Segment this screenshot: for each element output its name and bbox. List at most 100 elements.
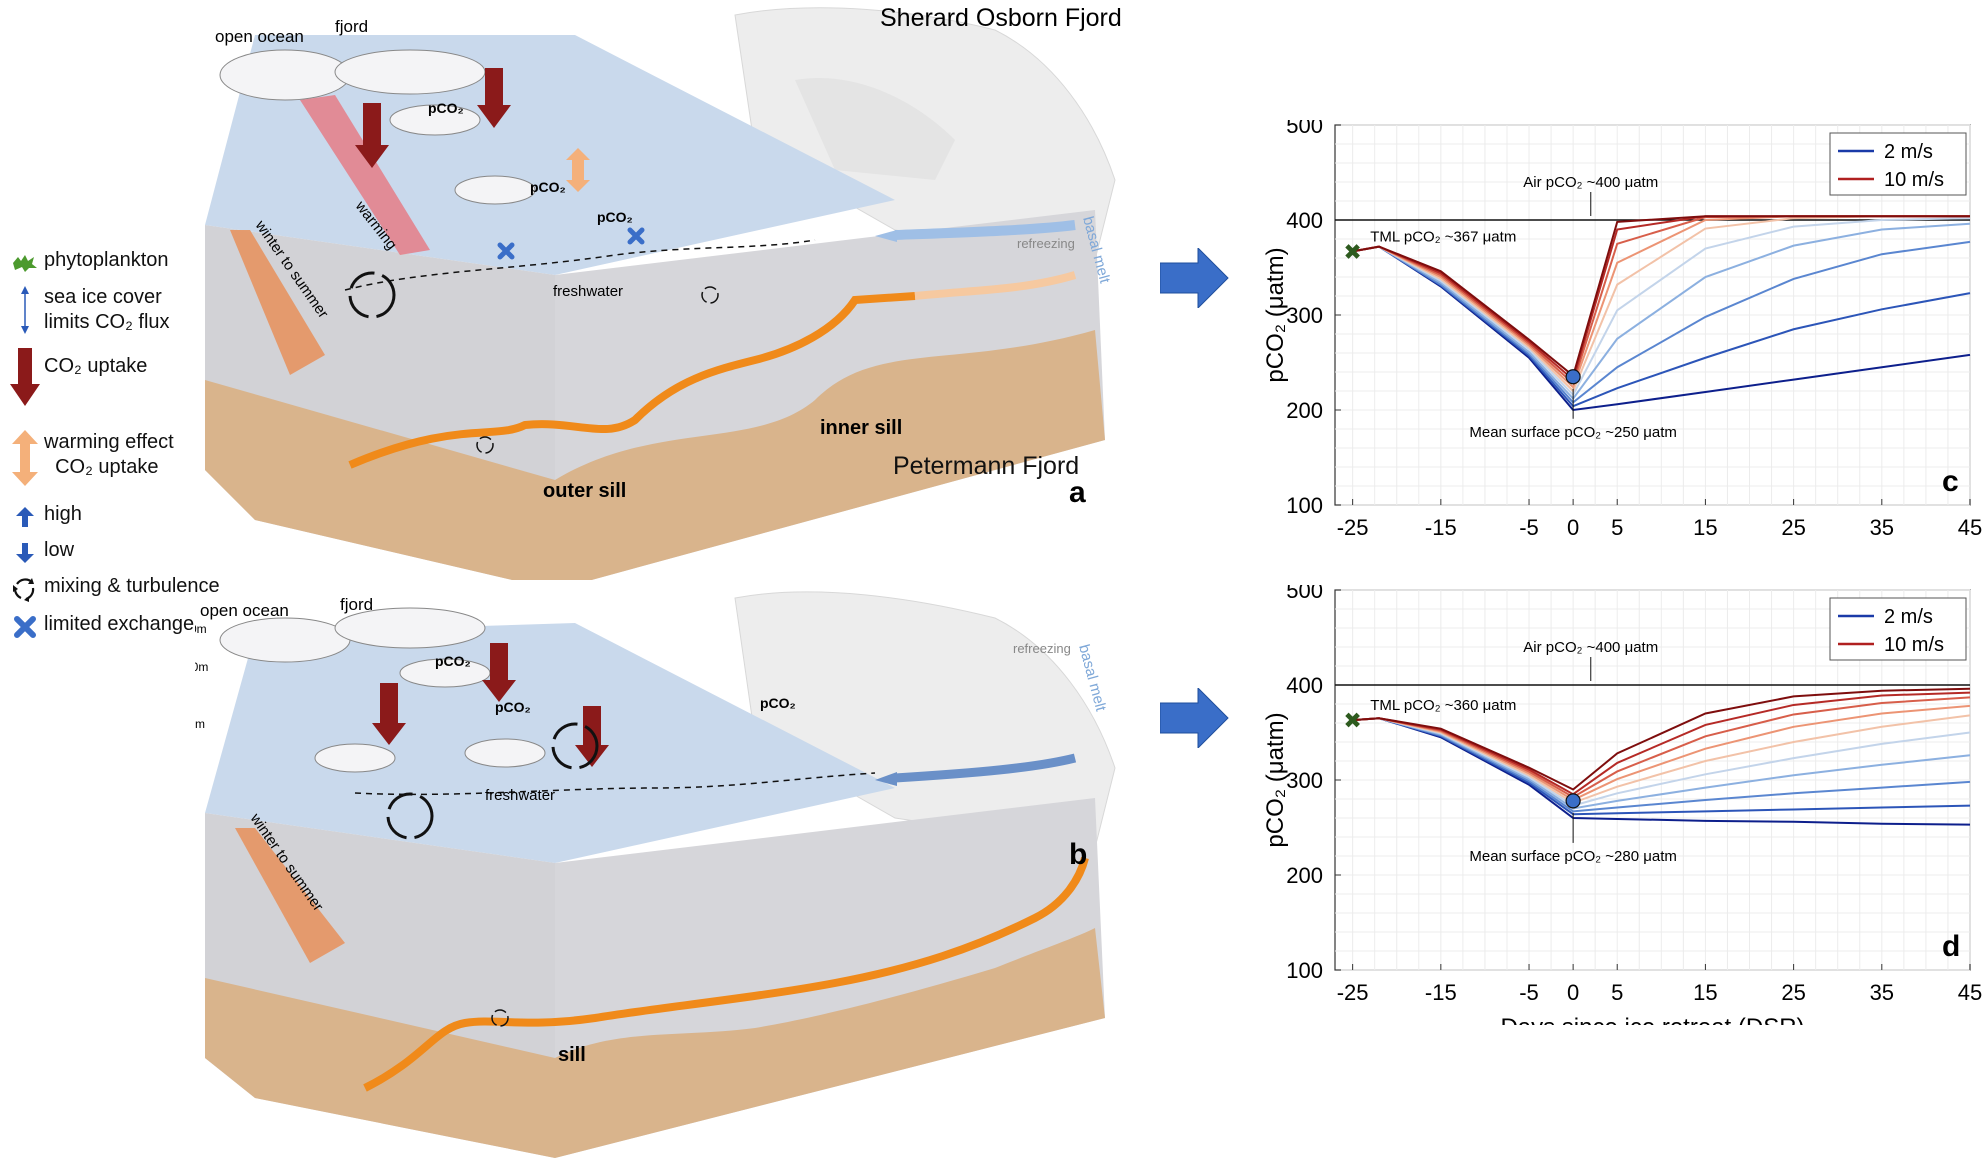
x-tick-label: 25: [1781, 980, 1805, 1005]
pco2-label: pCO₂: [597, 209, 633, 225]
x-tick-label: 15: [1693, 980, 1717, 1005]
diagram-title-b: Petermann Fjord: [893, 452, 1080, 480]
fjord-diagram-a: open ocean fjord 0m 50m 200m pCO₂ pCO₂ p…: [195, 4, 1122, 580]
winter-to-summer-arrow: [235, 828, 345, 963]
label-open-ocean: open ocean: [200, 601, 289, 620]
tml-annotation: TML pCO₂ ~360 μatm: [1370, 697, 1516, 714]
legend-label: warming effect CO₂ uptake: [44, 431, 174, 478]
bottom-water-flow: [348, 292, 916, 469]
y-tick-label: 100: [1286, 958, 1323, 983]
mean-point-marker: [1565, 793, 1581, 809]
tml-marker: ✖: [1343, 239, 1361, 264]
mixing-icon-small: [476, 436, 494, 454]
panel-letter: a: [1069, 476, 1086, 509]
legend-label: CO₂ uptake: [44, 355, 148, 377]
y-tick-label: 200: [1286, 398, 1323, 423]
orange-double-arrow-icon: [12, 430, 38, 486]
legend-item-phytoplankton: phytoplankton: [6, 248, 169, 278]
legend-box: [1829, 132, 1967, 196]
land-shape: [795, 78, 955, 180]
pco2-label: pCO₂: [428, 100, 464, 116]
sediment-side: [205, 978, 555, 1158]
mixing-circle-icon: [13, 578, 35, 602]
air-annotation: Air pCO₂ ~400 μatm: [1523, 174, 1658, 191]
legend-label: phytoplankton: [44, 249, 169, 271]
legend-item-low: low: [6, 538, 74, 568]
pco2-label: pCO₂: [530, 179, 566, 195]
mean-annotation: Mean surface pCO₂ ~250 μatm: [1469, 424, 1676, 441]
double-arrow-icon: [21, 286, 29, 334]
label-refreezing: refreezing: [1013, 641, 1071, 656]
y-tick-label: 400: [1286, 673, 1323, 698]
sediment-front: [555, 330, 1105, 580]
x-tick-label: 5: [1611, 515, 1623, 540]
sea-ice-floe: [389, 104, 481, 136]
legend-label: 2 m/s: [1884, 141, 1933, 163]
x-tick-label: 0: [1567, 515, 1579, 540]
x-tick-label: 45: [1958, 515, 1982, 540]
depth-label: 0m: [195, 622, 207, 636]
x-axis-label: Days since ice retreat (DSR): [1500, 1014, 1804, 1025]
sea-ice-floe: [219, 49, 351, 101]
phytoplankton-icon: [13, 255, 37, 272]
depth-label: 50m: [195, 660, 208, 674]
bottom-water-flow: [363, 856, 1089, 1092]
legend-label: 2 m/s: [1884, 606, 1933, 628]
series-line: [1352, 215, 1970, 378]
y-tick-label: 300: [1286, 768, 1323, 793]
warming-effect-arrow: [566, 148, 590, 192]
y-tick-label: 400: [1286, 208, 1323, 233]
legend-item-high: high: [6, 502, 82, 532]
legend-label: sea ice cover limits CO₂ flux: [44, 286, 170, 333]
x-tick-label: -25: [1337, 980, 1369, 1005]
legend-label: 10 m/s: [1884, 169, 1944, 191]
right-arrow-icon: [1160, 248, 1229, 308]
legend-label: low: [44, 539, 75, 561]
label-freshwater: freshwater: [485, 787, 555, 804]
mixing-icon-small: [701, 286, 719, 304]
x-tick-label: -15: [1425, 980, 1457, 1005]
limited-exchange-icon: [497, 242, 515, 260]
label-inner-sill: inner sill: [820, 417, 902, 439]
sea-ice-floe: [219, 617, 351, 663]
pco2-label: pCO₂: [760, 695, 796, 711]
blue-x-icon: [14, 616, 36, 638]
mixing-icon-small: [491, 1009, 509, 1027]
mixing-icon: [386, 792, 434, 840]
right-arrow-icon: [1160, 688, 1229, 748]
mixing-icon: [551, 722, 599, 770]
winter-to-summer-arrow: [230, 230, 325, 375]
blue-down-arrow-icon: [16, 543, 34, 563]
pco2-label: pCO₂: [435, 653, 471, 669]
glacier-shape: [734, 591, 1116, 849]
panel-letter: b: [1069, 838, 1087, 871]
series-line: [1352, 687, 1971, 791]
sediment-front: [555, 928, 1105, 1158]
y-axis-label: pCO₂ (μatm): [1262, 712, 1289, 847]
mean-annotation: Mean surface pCO₂ ~280 μatm: [1469, 848, 1676, 865]
legend-label: 10 m/s: [1884, 634, 1944, 656]
pco2-label: pCO₂: [495, 699, 531, 715]
co2-uptake-arrow: [575, 706, 609, 767]
legend-item-limited-exchange: limited exchange: [6, 612, 194, 642]
x-tick-label: -5: [1519, 515, 1539, 540]
y-tick-label: 100: [1286, 493, 1323, 518]
freshwater-arrow-head: [875, 772, 897, 786]
freshwater-flow: [894, 753, 1077, 783]
blue-up-arrow-icon: [16, 507, 34, 527]
air-annotation: Air pCO₂ ~400 μatm: [1523, 639, 1658, 656]
tml-annotation: TML pCO₂ ~367 μatm: [1370, 228, 1516, 245]
sediment-side: [205, 380, 555, 580]
label-fjord: fjord: [335, 17, 368, 36]
x-tick-label: -25: [1337, 515, 1369, 540]
red-down-arrow-icon: [10, 348, 40, 406]
sea-ice-floe: [464, 738, 546, 768]
sea-ice-floe: [314, 743, 396, 773]
legend-label: high: [44, 503, 82, 525]
label-refreezing: refreezing: [1017, 236, 1075, 251]
water-surface: [205, 623, 895, 863]
x-tick-label: -5: [1519, 980, 1539, 1005]
